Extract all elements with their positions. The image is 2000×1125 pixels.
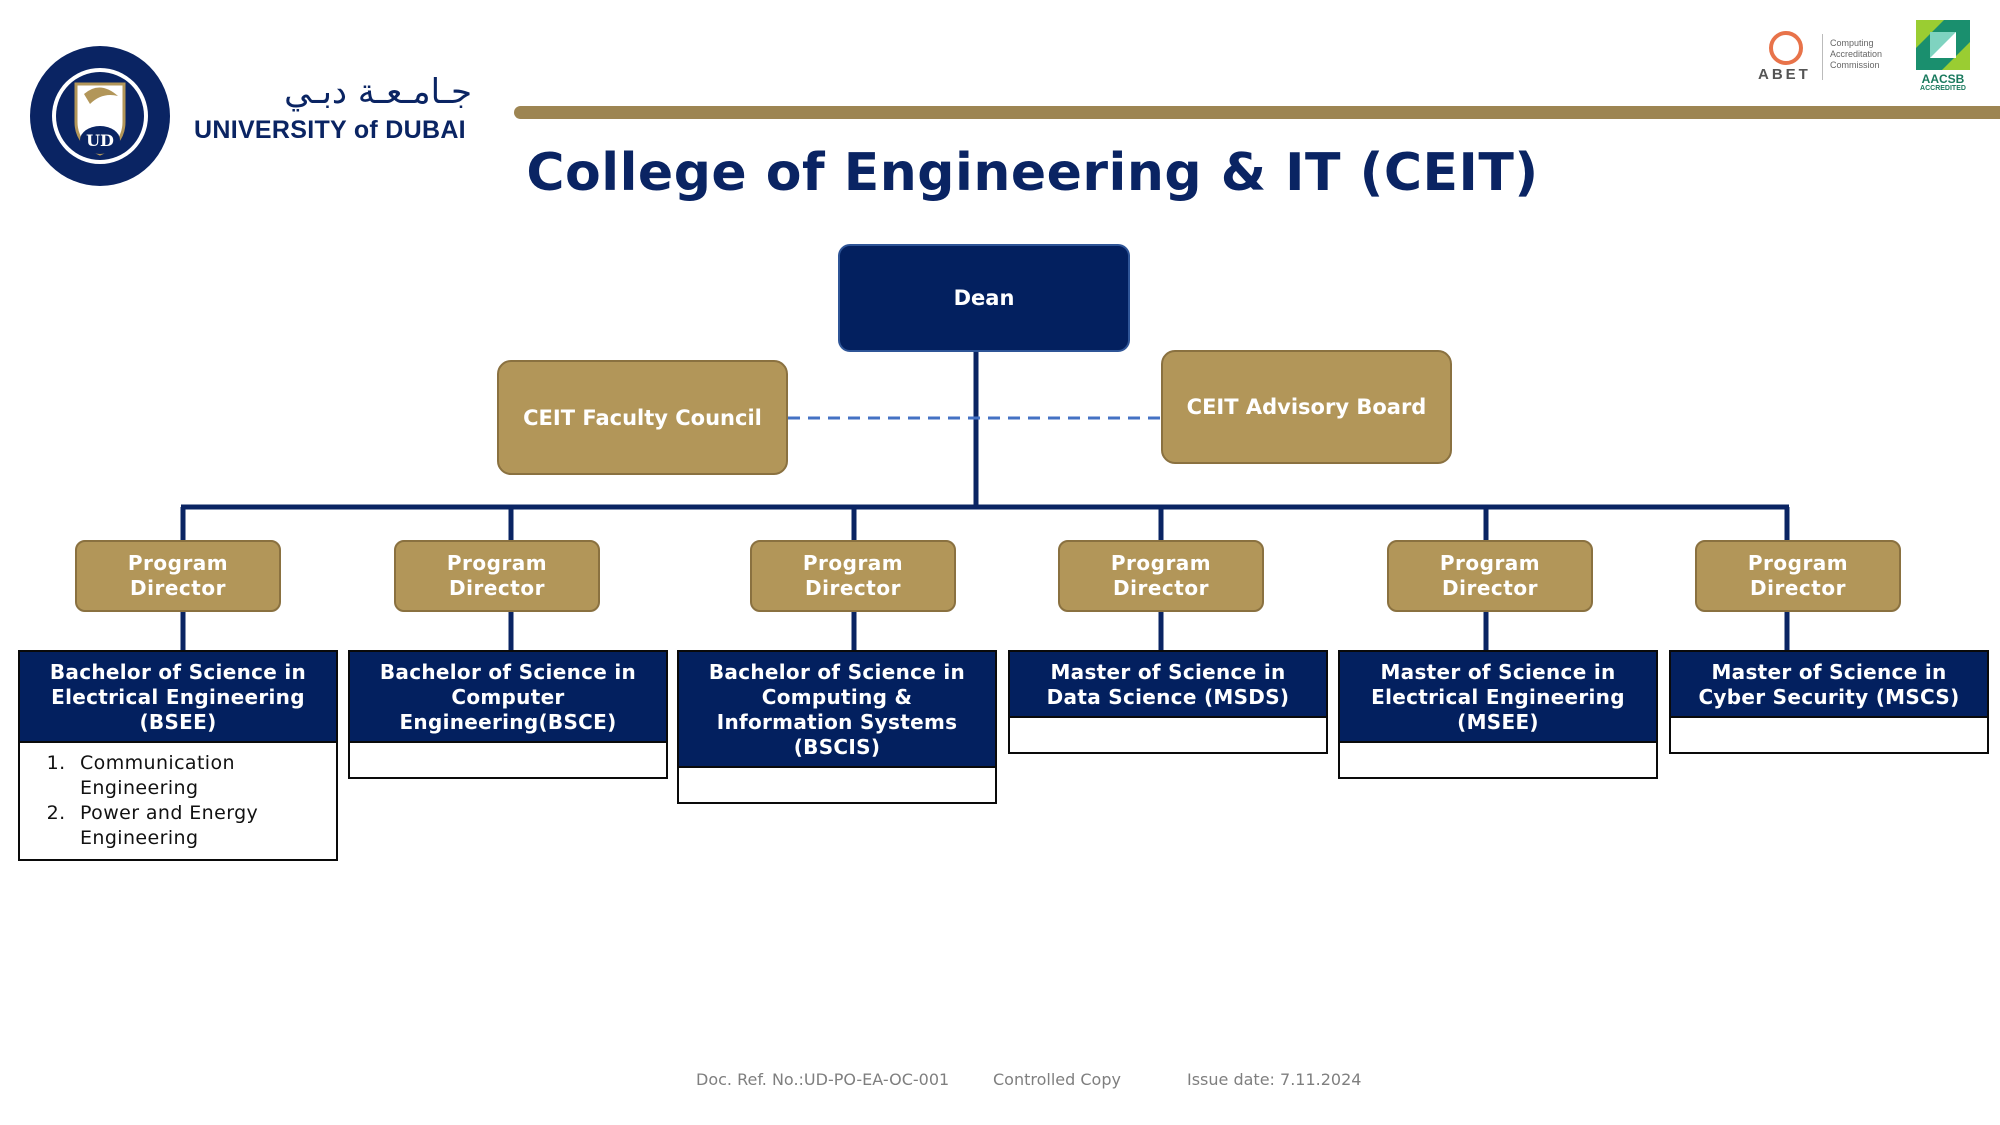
director-label-line: Program	[1439, 551, 1541, 575]
university-name-english: UNIVERSITY of DUBAI	[194, 116, 466, 144]
program-box-bsce: Bachelor of Science in Computer Engineer…	[348, 650, 668, 779]
seal-initials: UD	[86, 131, 114, 150]
program-title: Bachelor of Science in Computer Engineer…	[350, 652, 666, 741]
program-box-bsee: Bachelor of Science in Electrical Engine…	[18, 650, 338, 861]
abet-ring-icon	[1769, 31, 1803, 65]
program-title: Master of Science in Cyber Security (MSC…	[1671, 652, 1987, 716]
program-title-line: (BSEE)	[139, 710, 217, 734]
program-title-line: Cyber Security (MSCS)	[1698, 685, 1960, 709]
track-item: Power and Energy Engineering	[72, 801, 326, 851]
director-label-line: Director	[1442, 576, 1538, 600]
university-logo: UD	[28, 44, 172, 188]
aacsb-logo: AACSB ACCREDITED	[1914, 18, 1972, 94]
director-label-line: Program	[446, 551, 548, 575]
track-item: Communication Engineering	[72, 751, 326, 801]
program-box-msee: Master of Science in Electrical Engineer…	[1338, 650, 1658, 779]
program-box-msds: Master of Science in Data Science (MSDS)	[1008, 650, 1328, 754]
abet-divider	[1822, 34, 1823, 80]
program-title-line: Master of Science in	[1711, 660, 1947, 684]
director-label-line: Director	[805, 576, 901, 600]
page-title: College of Engineering & IT (CEIT)	[526, 143, 1539, 203]
program-tracks	[1010, 716, 1326, 752]
program-tracks	[1340, 741, 1656, 777]
program-title-line: Information Systems	[716, 710, 958, 734]
director-label-line: Director	[449, 576, 545, 600]
abet-label: ABET	[1758, 66, 1811, 83]
abet-caption: Computing Accreditation Commission	[1830, 38, 1882, 71]
program-title-line: (BSCIS)	[793, 735, 881, 759]
program-tracks: Communication Engineering Power and Ener…	[20, 741, 336, 859]
footer-doc-ref: Doc. Ref. No.:UD-PO-EA-OC-001	[696, 1070, 950, 1089]
program-title-line: Data Science (MSDS)	[1046, 685, 1290, 709]
aacsb-caption: ACCREDITED	[1920, 85, 1966, 92]
program-title-line: Master of Science in	[1380, 660, 1616, 684]
program-box-bscis: Bachelor of Science in Computing & Infor…	[677, 650, 997, 804]
program-title-line: Bachelor of Science in	[49, 660, 307, 684]
program-title-line: Electrical Engineering	[1371, 685, 1625, 709]
program-tracks	[350, 741, 666, 777]
header-gold-rule	[514, 106, 2000, 119]
director-label-line: Director	[1750, 576, 1846, 600]
program-title: Master of Science in Electrical Engineer…	[1340, 652, 1656, 741]
aacsb-emblem-icon	[1916, 20, 1970, 70]
program-title-line: Electrical Engineering	[51, 685, 305, 709]
abet-caption-line: Accreditation	[1830, 49, 1883, 59]
program-title: Bachelor of Science in Electrical Engine…	[20, 652, 336, 741]
footer-controlled-copy: Controlled Copy	[993, 1070, 1121, 1089]
abet-logo: ABET Computing Accreditation Commission	[1756, 28, 1896, 84]
program-title-line: Bachelor of Science in	[379, 660, 637, 684]
director-label-line: Program	[127, 551, 229, 575]
director-label-line: Program	[802, 551, 904, 575]
program-title-line: Bachelor of Science in	[708, 660, 966, 684]
program-title-line: Master of Science in	[1050, 660, 1286, 684]
program-tracks	[1671, 716, 1987, 752]
dean-box: Dean	[838, 244, 1130, 352]
footer-issue-date: Issue date: 7.11.2024	[1187, 1070, 1362, 1089]
university-seal-icon: UD	[30, 46, 170, 186]
director-label-line: Director	[1113, 576, 1209, 600]
program-title: Bachelor of Science in Computing & Infor…	[679, 652, 995, 766]
advisory-board-box: CEIT Advisory Board	[1161, 350, 1452, 464]
director-label-line: Director	[130, 576, 226, 600]
director-label-line: Program	[1747, 551, 1849, 575]
program-title-line: Computing &	[761, 685, 913, 709]
abet-caption-line: Computing	[1830, 38, 1874, 48]
program-box-mscs: Master of Science in Cyber Security (MSC…	[1669, 650, 1989, 754]
aacsb-label: AACSB	[1921, 72, 1965, 86]
university-name-arabic: جـامـعـة دبـي	[284, 72, 472, 112]
program-title-line: Computer	[451, 685, 565, 709]
director-label-line: Program	[1110, 551, 1212, 575]
program-title-line: (MSEE)	[1457, 710, 1539, 734]
program-title: Master of Science in Data Science (MSDS)	[1010, 652, 1326, 716]
faculty-council-box: CEIT Faculty Council	[497, 360, 788, 475]
program-tracks	[679, 766, 995, 802]
abet-caption-line: Commission	[1830, 60, 1880, 70]
program-title-line: Engineering(BSCE)	[399, 710, 617, 734]
